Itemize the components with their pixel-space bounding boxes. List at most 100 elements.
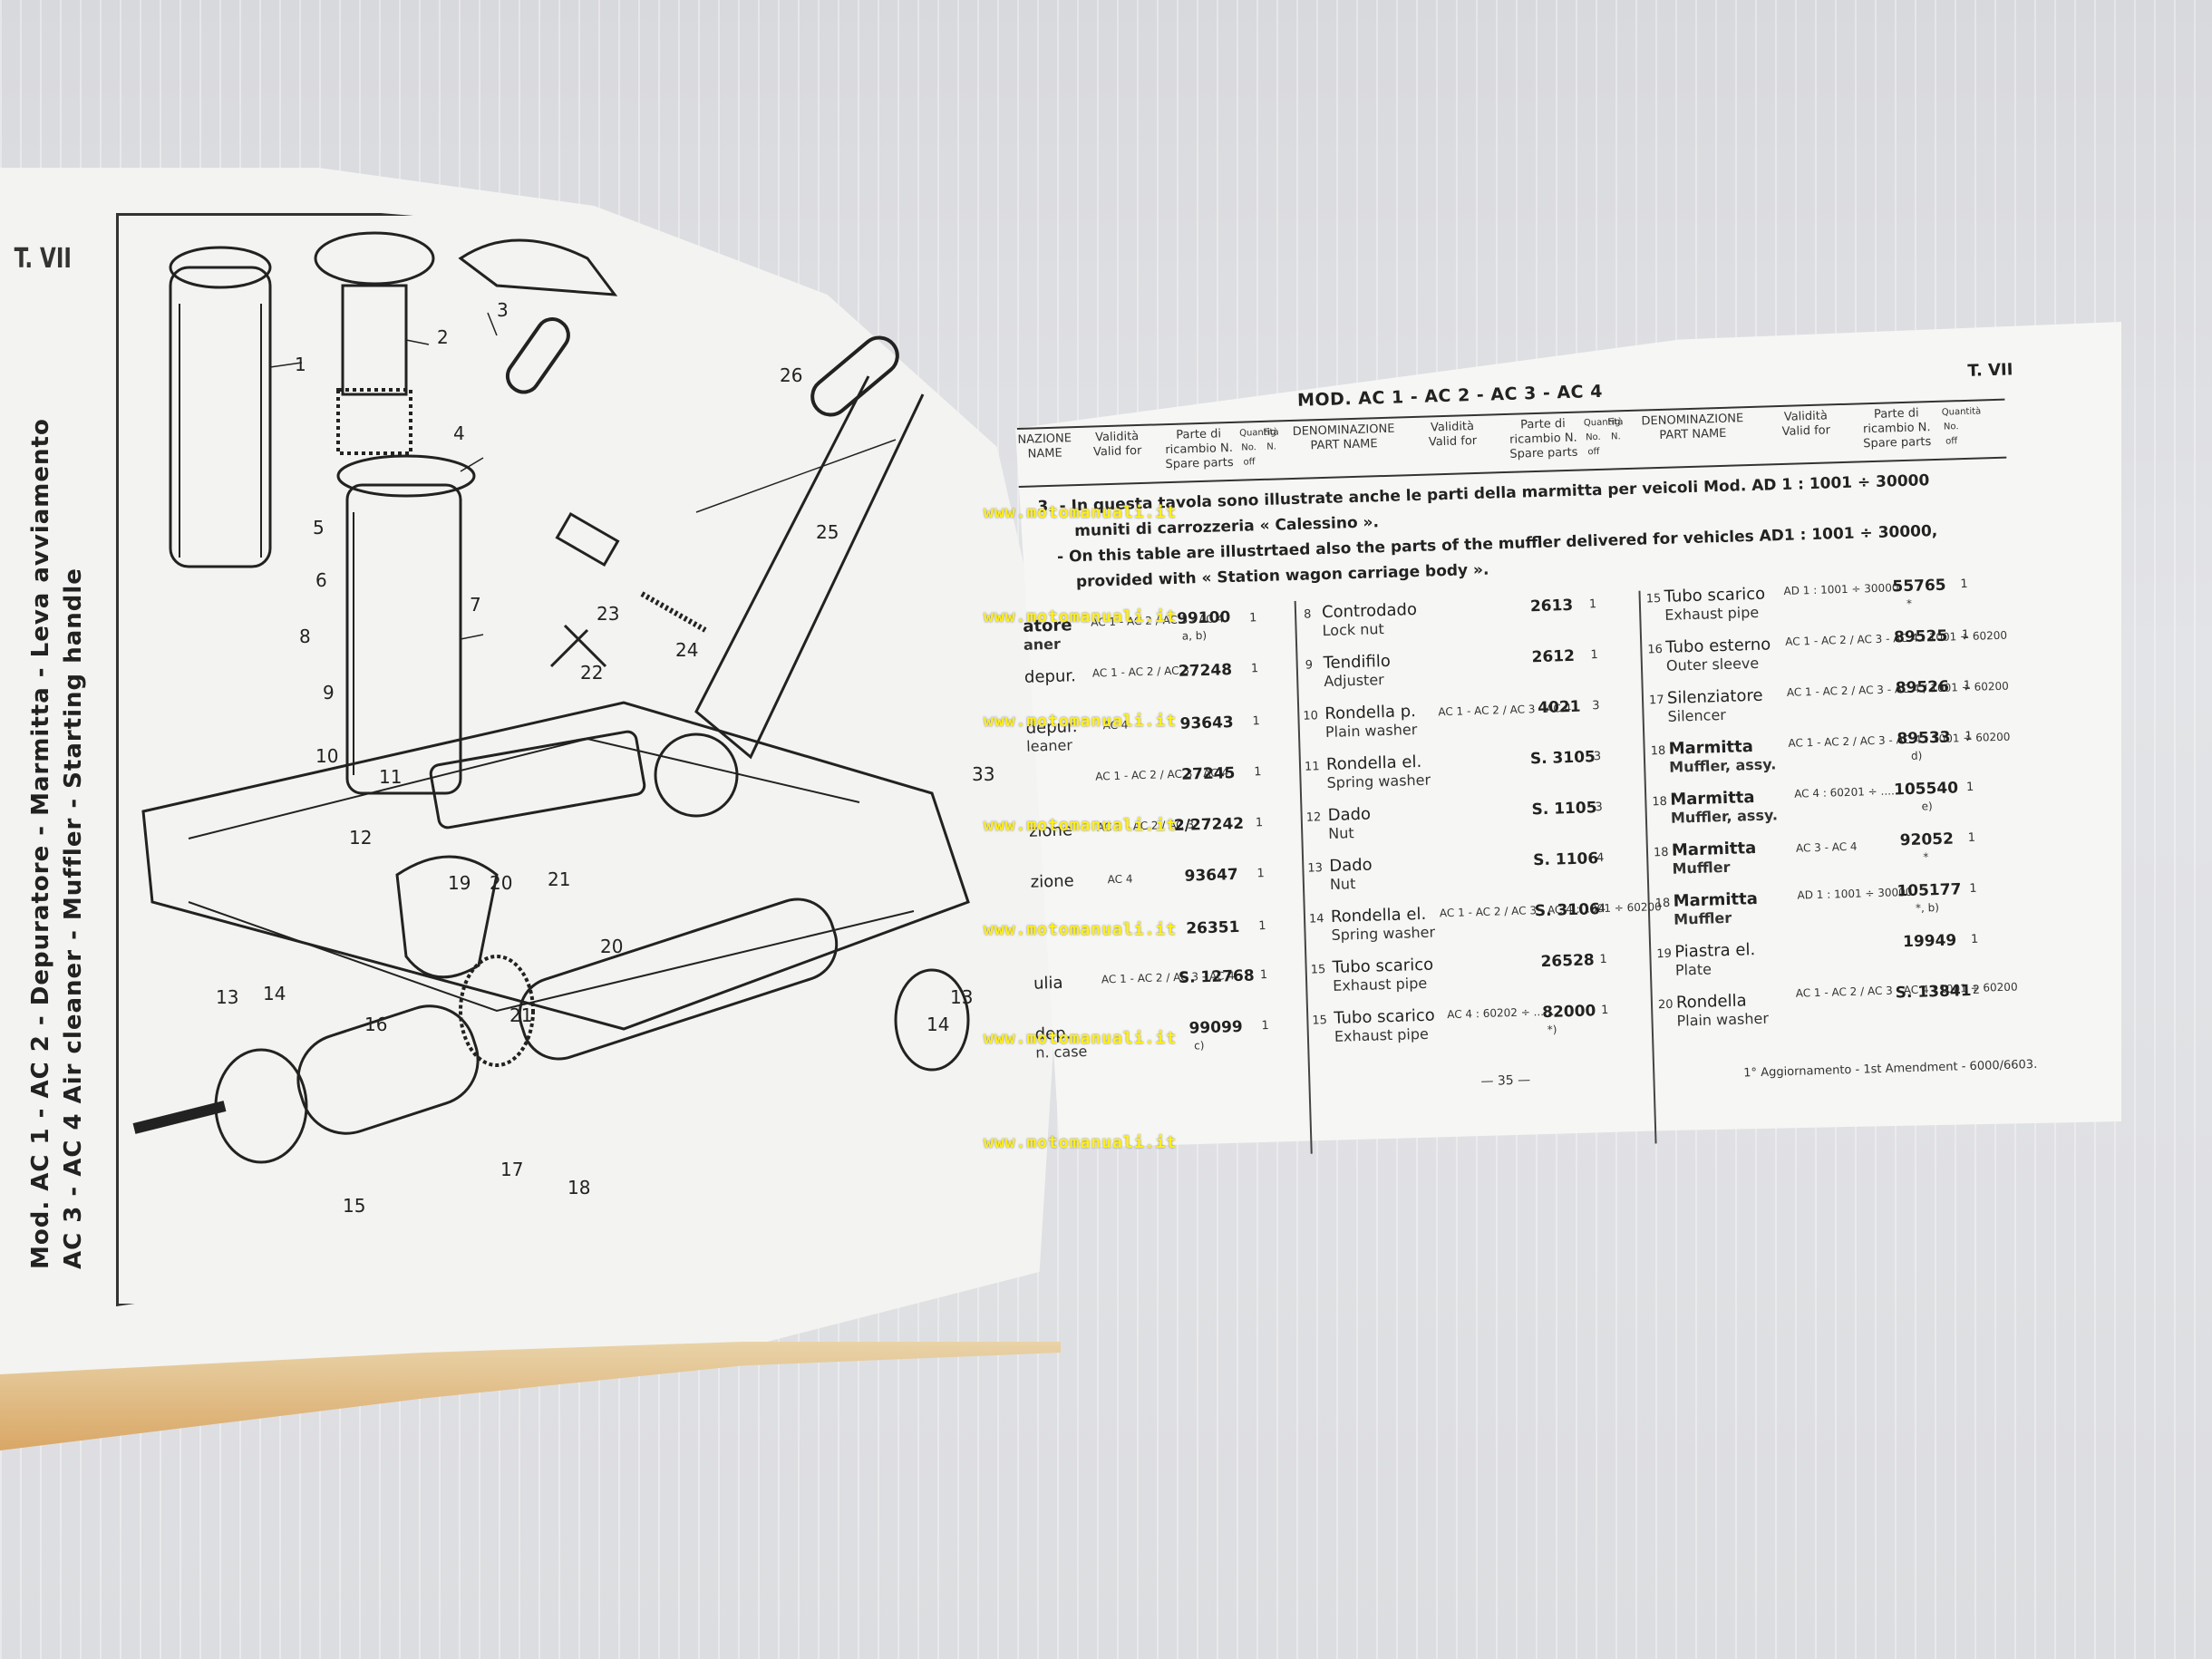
spring-part <box>640 591 707 633</box>
col2-row-3-part: 4021 <box>1537 697 1581 718</box>
callout-1: 1 <box>295 354 306 375</box>
col3-row-9-part: S. 13841 <box>1895 982 1972 1003</box>
watermark-7: www.motomanuali.it <box>984 1133 1178 1152</box>
col3-row-4-mark: d) <box>1910 749 1923 762</box>
col3-row-3-part: 89526 <box>1895 677 1950 698</box>
col1-row-6-part: 93647 <box>1184 865 1239 886</box>
col3-row-6-fig: 18 <box>1653 845 1669 860</box>
col2-row-6-fig: 13 <box>1307 861 1324 876</box>
exploded-parts-diagram <box>132 231 970 1164</box>
callout-25: 25 <box>816 521 839 543</box>
col3-row-4-qty: 1 <box>1965 729 1973 744</box>
callout-11: 11 <box>379 766 403 788</box>
col3-row-8-name: Piastra el.Plate <box>1674 940 1756 979</box>
callout-13: 13 <box>216 986 239 1008</box>
col2-row-4-fig: 11 <box>1304 760 1320 774</box>
callout-4: 4 <box>453 422 465 444</box>
col2-row-3-fig: 10 <box>1303 709 1319 723</box>
col3-row-8-qty: 1 <box>1970 932 1979 947</box>
left-tab-label: T. VII <box>14 243 72 275</box>
pin-part <box>555 511 620 568</box>
col1-row-2-part: 27248 <box>1178 661 1233 681</box>
col2-row-9-fig: 15 <box>1312 1014 1328 1028</box>
muffler-assembly <box>132 897 839 1164</box>
callout-33: 33 <box>972 763 995 785</box>
col3-row-4-fig: 18 <box>1650 743 1666 759</box>
col3-row-7-valid: AD 1 : 1001 ÷ 30000 <box>1797 885 1913 902</box>
col2-row-7-qty: 4 <box>1597 901 1606 917</box>
callout-3: 3 <box>497 299 509 321</box>
callout-14b: 14 <box>927 1014 950 1035</box>
vertical-title-line2: AC 3 - AC 4 Air cleaner - Muffler - Star… <box>60 568 87 1269</box>
watermark-3: www.motomanuali.it <box>984 712 1178 731</box>
header-fig-2: Fig. N. <box>1607 417 1624 442</box>
col3-row-9-qty: 2 <box>1972 983 1981 997</box>
col1-row-1-mark: a, b) <box>1181 628 1208 643</box>
col2-row-7-part: S. 3106 <box>1534 900 1601 921</box>
col2-row-2-fig: 9 <box>1305 658 1314 673</box>
watermark-2: www.motomanuali.it <box>984 607 1178 626</box>
col1-row-2-name: depur. <box>1024 666 1077 687</box>
col2-row-9-mark: *) <box>1547 1023 1557 1036</box>
col3-row-2-fig: 16 <box>1647 642 1664 657</box>
watermark-4: www.motomanuali.it <box>984 816 1178 835</box>
col1-row-2-valid: AC 1 - AC 2 / AC 3 <box>1091 664 1190 680</box>
col1-row-4-qty: 1 <box>1254 765 1262 780</box>
callout-20a: 20 <box>490 872 513 894</box>
col3-row-1-part: 55765 <box>1892 576 1946 597</box>
callout-9: 9 <box>323 682 335 703</box>
callout-2: 2 <box>437 326 449 348</box>
col3-row-8-fig: 19 <box>1656 946 1673 962</box>
callout-21a: 21 <box>548 868 571 890</box>
loose-grip <box>505 317 570 394</box>
callout-10: 10 <box>315 745 339 767</box>
right-page <box>1015 322 2121 1149</box>
col3-row-7-part: 105177 <box>1897 880 1962 901</box>
chassis-frame <box>141 701 970 1031</box>
col2-row-6-qty: 4 <box>1596 850 1605 866</box>
col3-row-6-valid: AC 3 - AC 4 <box>1795 839 1858 855</box>
col1-row-7-part: 26351 <box>1186 917 1240 938</box>
col3-row-5-qty: 1 <box>1965 780 1974 795</box>
parts-table-page: MOD. AC 1 - AC 2 - AC 3 - AC 4 T. VII NA… <box>1015 339 2145 1188</box>
col2-row-1-qty: 1 <box>1588 597 1597 612</box>
callout-20b: 20 <box>600 936 624 957</box>
callout-6: 6 <box>315 569 327 591</box>
col3-row-7-fig: 18 <box>1654 896 1671 911</box>
col1-row-3-qty: 1 <box>1252 714 1261 729</box>
col1-row-9-qty: 1 <box>1261 1019 1270 1033</box>
col3-row-2-part: 89525 <box>1893 626 1948 647</box>
col2-row-1-fig: 8 <box>1303 607 1312 622</box>
col3-row-5-mark: e) <box>1921 800 1933 813</box>
col3-row-3-fig: 17 <box>1648 693 1664 708</box>
callout-5: 5 <box>313 517 325 538</box>
callout-17: 17 <box>500 1159 524 1180</box>
callout-24: 24 <box>675 639 699 661</box>
header-qty-1: Quantità No. off <box>1238 427 1279 468</box>
col1-row-8-part: S. 12768 <box>1178 966 1255 987</box>
col2-row-9-part: 82000 <box>1541 1002 1596 1023</box>
col1-row-8-qty: 1 <box>1259 968 1268 983</box>
col1-row-6-valid: AC 4 <box>1107 872 1133 887</box>
col3-row-7-qty: 1 <box>1969 881 1977 897</box>
col2-row-5-part: S. 1105 <box>1531 799 1597 820</box>
col1-row-3-part: 93643 <box>1179 713 1235 733</box>
